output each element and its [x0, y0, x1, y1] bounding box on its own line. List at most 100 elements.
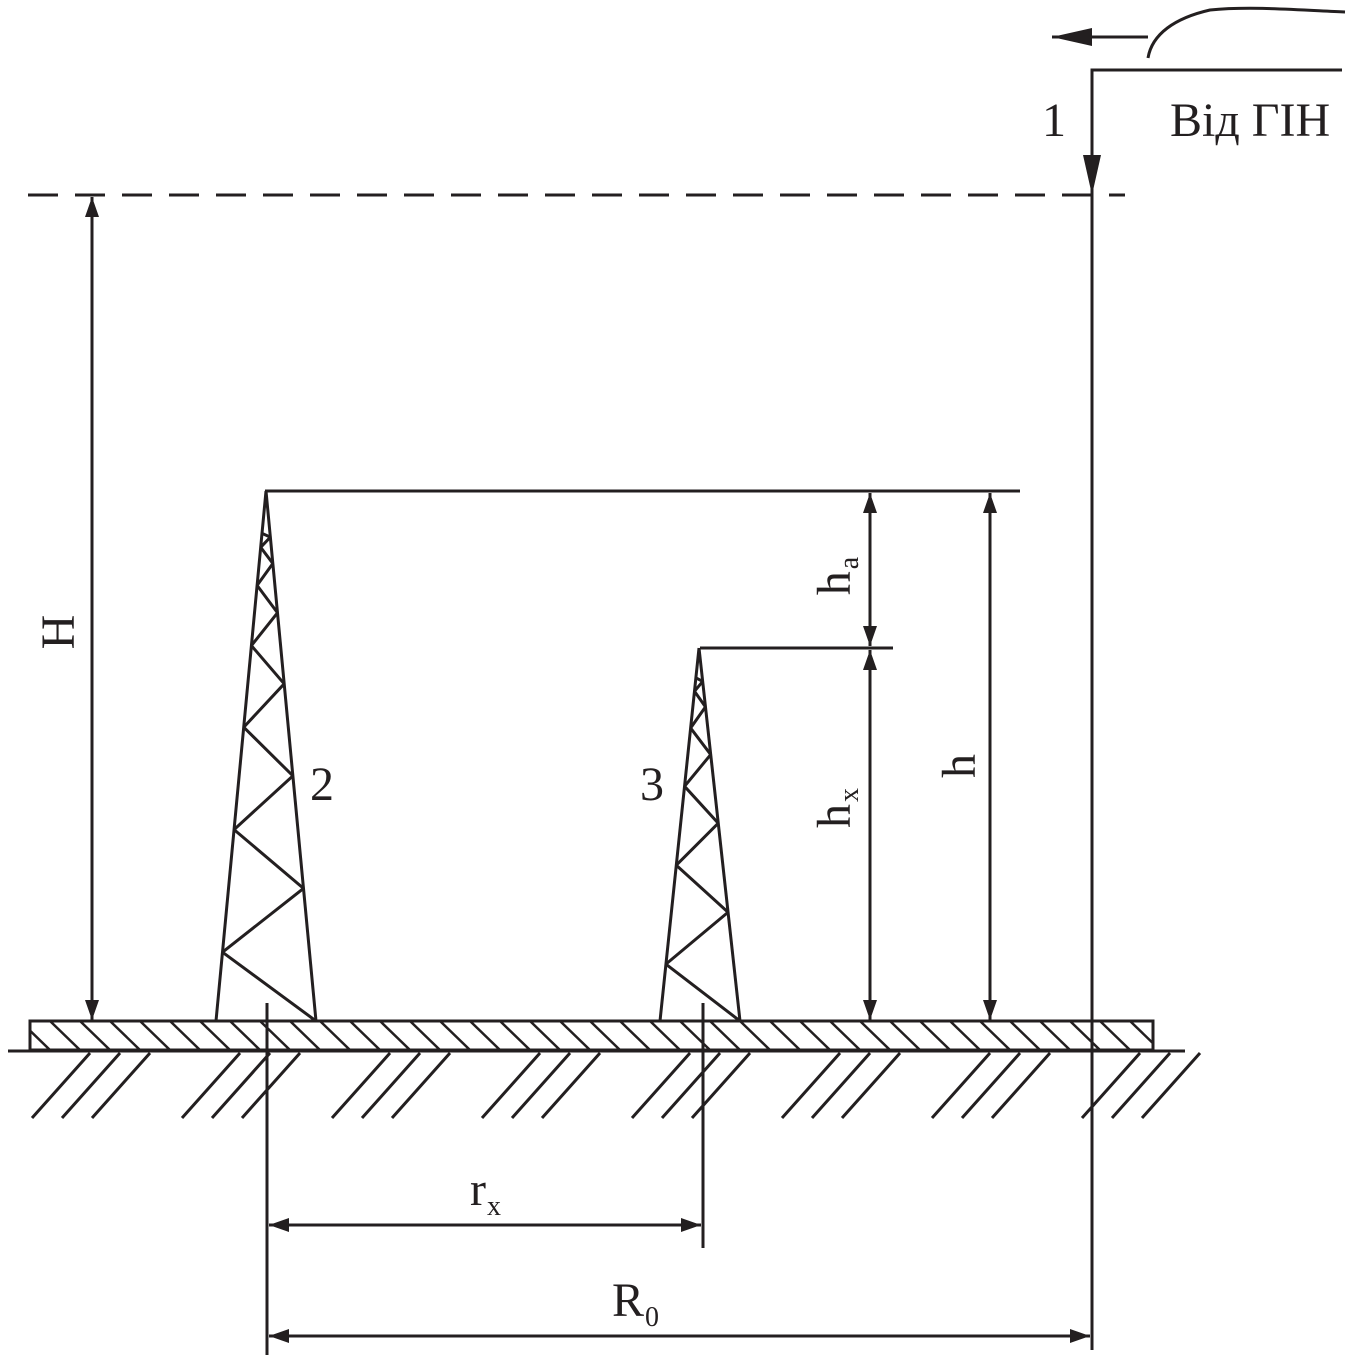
- plate-hatch-line: [139, 1021, 171, 1050]
- tower-brace: [242, 726, 294, 777]
- plate-hatch-line: [259, 1021, 291, 1050]
- plate-hatch-line: [949, 1021, 981, 1050]
- plate-hatch-line: [709, 1021, 741, 1050]
- ground-hatch-line: [930, 1052, 992, 1119]
- tower-brace: [664, 911, 730, 966]
- plate-hatch-line: [619, 1021, 651, 1050]
- ground-hatch-line: [840, 1052, 902, 1119]
- tower-brace: [693, 680, 704, 693]
- plate-hatch-line: [1160, 1021, 1190, 1050]
- plate-hatch-line: [469, 1021, 501, 1050]
- plate-hatch-line: [589, 1021, 621, 1050]
- h-label: h: [933, 754, 986, 778]
- ground-hatch-line: [510, 1052, 572, 1119]
- plate-hatch-line: [679, 1021, 711, 1050]
- tower-brace: [242, 682, 286, 729]
- tower-brace: [255, 584, 279, 614]
- ground-hatch-line: [810, 1052, 872, 1119]
- plate-hatch-line: [769, 1021, 801, 1050]
- ground-hatch-line: [780, 1052, 842, 1119]
- tower-leg: [658, 647, 701, 1022]
- plate-hatch-line: [889, 1021, 921, 1050]
- ground-hatch-line: [1080, 1052, 1142, 1119]
- rx-label: rx: [470, 1163, 501, 1222]
- ground-hatch-line: [960, 1052, 1022, 1119]
- plate-hatch-line: [229, 1021, 261, 1050]
- tower-brace: [689, 727, 712, 756]
- tower-brace: [259, 536, 272, 549]
- plate-hatch-line: [1099, 1021, 1131, 1050]
- tower-brace: [675, 822, 720, 867]
- plate-hatch-line: [1069, 1021, 1101, 1050]
- tower-brace: [221, 951, 317, 1023]
- short-tower-label: 3: [640, 758, 664, 811]
- ground-hatch-line: [30, 1052, 92, 1119]
- tower-brace: [683, 753, 712, 788]
- plate-hatch-line: [319, 1021, 351, 1050]
- tower-brace: [233, 828, 305, 890]
- ground-hatch-line: [990, 1052, 1052, 1119]
- tower-leg: [264, 490, 318, 1022]
- plate-hatch-line: [349, 1021, 381, 1050]
- ground-hatch-line: [480, 1052, 542, 1119]
- plate-hatch-line: [379, 1021, 411, 1050]
- tower-brace: [665, 962, 741, 1023]
- source-lead: [1052, 6, 1346, 1350]
- tower-brace: [233, 774, 294, 831]
- tower-brace: [675, 864, 730, 914]
- R0-label: R0: [612, 1274, 659, 1333]
- ha-label: ha: [808, 556, 865, 595]
- plate-hatch-line: [559, 1021, 591, 1050]
- plate-hatch-line: [30, 1028, 51, 1050]
- plate-hatch-line: [439, 1021, 471, 1050]
- plate-hatch-line: [409, 1021, 441, 1050]
- tower-brace: [259, 546, 275, 565]
- ground-hatch-line: [240, 1052, 302, 1119]
- ground-hatch-line: [690, 1052, 752, 1119]
- ground-hatch-line: [90, 1052, 152, 1119]
- ground-hatch-line: [390, 1052, 452, 1119]
- plate-hatch-line: [1009, 1021, 1041, 1050]
- ground-hatch-line: [660, 1052, 722, 1119]
- ground-hatch-line: [60, 1052, 122, 1119]
- tower-brace: [255, 562, 275, 587]
- plate-hatch-line: [859, 1021, 891, 1050]
- ground-hatch-line: [180, 1052, 242, 1119]
- rod-label: 1: [1042, 94, 1066, 147]
- plate-hatch-line: [499, 1021, 531, 1050]
- plate-hatch-line: [109, 1021, 141, 1050]
- ground-hatch-line: [1110, 1052, 1172, 1119]
- tall-tower-label: 2: [310, 758, 334, 811]
- tower-brace: [250, 644, 286, 685]
- plate-hatch-line: [49, 1021, 81, 1050]
- source-label: Від ГІН: [1170, 94, 1330, 147]
- plate-hatch-line: [979, 1021, 1011, 1050]
- plate-hatch-line: [739, 1021, 771, 1050]
- ground-hatch-line: [330, 1052, 392, 1119]
- plate-hatch-line: [199, 1021, 231, 1050]
- tall-tower: [214, 490, 318, 1023]
- plate-hatch-line: [1039, 1021, 1071, 1050]
- hx-label: hx: [808, 788, 865, 828]
- ground-hatch-line: [210, 1052, 272, 1119]
- ground-plate: [28, 1019, 1190, 1052]
- H-label: H: [32, 615, 85, 650]
- tower-leg: [214, 490, 268, 1022]
- plate-hatch-line: [289, 1021, 321, 1050]
- ground-hatch-line: [1140, 1052, 1202, 1119]
- tower-brace: [250, 611, 279, 647]
- plate-hatch-line: [799, 1021, 831, 1050]
- plate-hatch-line: [79, 1021, 111, 1050]
- tower-leg: [697, 647, 742, 1022]
- plate-hatch-line: [169, 1021, 201, 1050]
- ground-hatch-line: [630, 1052, 692, 1119]
- plate-hatch-line: [919, 1021, 951, 1050]
- ground-hatching: [30, 1052, 1202, 1119]
- plate-hatch-line: [829, 1021, 861, 1050]
- tower-brace: [683, 785, 720, 825]
- plate-hatch-line: [1129, 1021, 1153, 1045]
- ground-hatch-line: [540, 1052, 602, 1119]
- plate-hatch-line: [649, 1021, 681, 1050]
- tower-brace: [221, 887, 305, 954]
